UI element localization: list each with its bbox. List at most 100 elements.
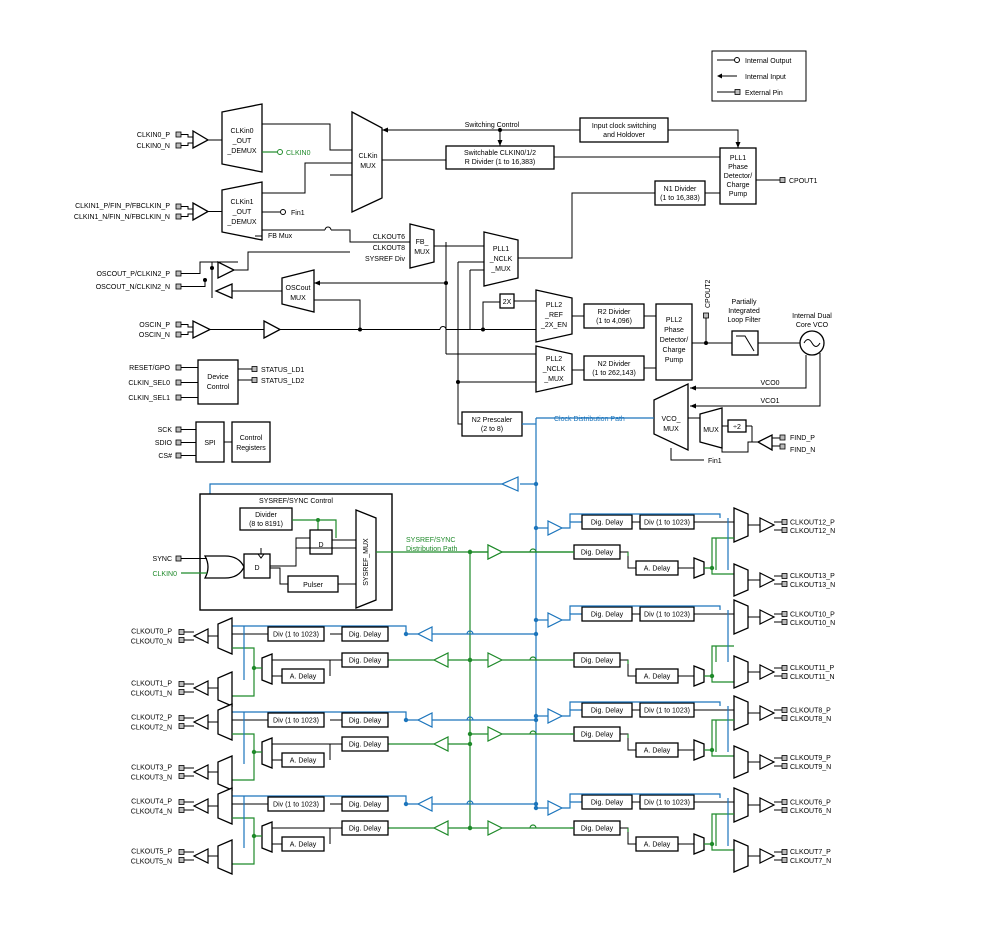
- svg-text:PLL1: PLL1: [493, 246, 509, 253]
- svg-text:_NCLK: _NCLK: [542, 366, 566, 373]
- svg-text:Distribution Path: Distribution Path: [406, 546, 457, 553]
- fb-mux: [409, 223, 435, 269]
- analog-delay-left-label: A. Delay: [290, 758, 317, 765]
- svg-text:Switching Control: Switching Control: [465, 122, 520, 129]
- svg-text:RESET/GPO: RESET/GPO: [129, 365, 170, 372]
- svg-text:STATUS_LD2: STATUS_LD2: [261, 378, 304, 385]
- sysref-mux-right: [693, 557, 705, 579]
- svg-text:FIND_N: FIND_N: [790, 447, 815, 454]
- dig-delay-left-label: Dig. Delay: [349, 802, 382, 809]
- svg-text:CLKIN_SEL1: CLKIN_SEL1: [128, 395, 170, 402]
- svg-text:(1 to 16,383): (1 to 16,383): [660, 195, 700, 202]
- svg-text:_DEMUX: _DEMUX: [226, 148, 257, 155]
- svg-text:Core VCO: Core VCO: [796, 322, 829, 329]
- svg-text:CLKin0: CLKin0: [231, 128, 254, 135]
- svg-text:R2 Divider: R2 Divider: [598, 309, 631, 316]
- output-pin-label: CLKOUT13_P: [790, 573, 835, 580]
- svg-text:External Pin: External Pin: [745, 90, 783, 97]
- svg-text:SCK: SCK: [158, 427, 173, 434]
- vco-mux: [653, 382, 689, 452]
- sysref-buffer-right: [487, 652, 504, 668]
- output-mux-right: [733, 507, 749, 543]
- output-pin-label: CLKOUT4_P: [131, 799, 172, 806]
- output-mux-right: [733, 655, 749, 689]
- output-mux-right: [733, 695, 749, 731]
- svg-text:FB Mux: FB Mux: [268, 233, 293, 240]
- svg-text:(1 to 262,143): (1 to 262,143): [592, 370, 636, 377]
- oscout-mux: [281, 269, 315, 313]
- pll2-nclk-mux: [535, 345, 573, 393]
- svg-text:OSCOUT_P/CLKIN2_P: OSCOUT_P/CLKIN2_P: [96, 271, 170, 278]
- div-left-label: Div (1 to 1023): [273, 802, 319, 809]
- analog-delay-left-label: A. Delay: [290, 674, 317, 681]
- sysref-mux-left: [261, 737, 273, 769]
- r2-divider: [583, 303, 645, 329]
- svg-text:(2 to 8): (2 to 8): [481, 426, 503, 433]
- svg-text:MUX: MUX: [703, 427, 719, 434]
- output-driver-right: [759, 572, 776, 588]
- div-right-label: Div (1 to 1023): [644, 520, 690, 527]
- output-pin-label: CLKOUT10_N: [790, 620, 835, 627]
- output-pin-label: CLKOUT12_N: [790, 528, 835, 535]
- svg-text:_MUX: _MUX: [490, 266, 511, 273]
- sysref-mux-right: [693, 739, 705, 761]
- svg-text:CLKOUT8: CLKOUT8: [373, 245, 405, 252]
- svg-text:CLKIN1_P/FIN_P/FBCLKIN_P: CLKIN1_P/FIN_P/FBCLKIN_P: [75, 203, 170, 210]
- output-mux-left: [217, 787, 233, 825]
- output-pin-label: CLKOUT10_P: [790, 612, 835, 619]
- svg-text:Detector/: Detector/: [660, 337, 688, 344]
- sysref-buffer-left: [432, 652, 449, 668]
- clkin1-demux: [221, 181, 263, 241]
- svg-text:Loop Filter: Loop Filter: [727, 317, 761, 324]
- div-left-label: Div (1 to 1023): [273, 718, 319, 725]
- output-driver-right: [759, 664, 776, 680]
- output-driver-left: [192, 628, 209, 644]
- output-driver-left: [192, 764, 209, 780]
- output-mux-left: [217, 671, 233, 707]
- svg-text:SPI: SPI: [204, 440, 215, 447]
- output-pin-label: CLKOUT6_N: [790, 808, 831, 815]
- output-mux-right: [733, 599, 749, 635]
- clkin-mux: [351, 110, 383, 214]
- svg-text:SYSREF_MUX: SYSREF_MUX: [363, 538, 370, 586]
- svg-text:STATUS_LD1: STATUS_LD1: [261, 367, 304, 374]
- clock-buffer-right: [547, 520, 564, 536]
- output-pin-label: CLKOUT2_P: [131, 715, 172, 722]
- clkin0-n-label: CLKIN0_N: [137, 143, 170, 150]
- svg-text:CLKin1: CLKin1: [231, 199, 254, 206]
- sysref-dig-delay-left-label: Dig. Delay: [349, 742, 382, 749]
- svg-text:_REF: _REF: [544, 312, 563, 319]
- svg-text:N1 Divider: N1 Divider: [664, 186, 697, 193]
- svg-text:VCO_: VCO_: [661, 416, 680, 423]
- sysref-buffer-left: [432, 736, 449, 752]
- sysref-mux: [355, 509, 377, 609]
- analog-delay-right-label: A. Delay: [644, 842, 671, 849]
- clock-buffer-left: [416, 626, 433, 642]
- dig-delay-right-label: Dig. Delay: [591, 708, 624, 715]
- svg-text:(1 to 4,096): (1 to 4,096): [596, 318, 632, 325]
- svg-text:CLKin: CLKin: [358, 153, 377, 160]
- svg-text:CPOUT2: CPOUT2: [705, 280, 712, 309]
- svg-text:OSCOUT_N/CLKIN2_N: OSCOUT_N/CLKIN2_N: [96, 284, 170, 291]
- output-mux-right: [733, 563, 749, 597]
- output-pin-label: CLKOUT5_N: [131, 859, 172, 866]
- output-driver-right: [759, 517, 776, 533]
- div-left-label: Div (1 to 1023): [273, 632, 319, 639]
- sysref-mux-left: [261, 821, 273, 853]
- svg-text:Internal Dual: Internal Dual: [792, 313, 832, 320]
- sysref-dig-delay-right-label: Dig. Delay: [581, 550, 614, 557]
- svg-text:D: D: [254, 565, 259, 572]
- svg-text:Internal Output: Internal Output: [745, 58, 791, 65]
- svg-text:CLKIN0: CLKIN0: [286, 150, 311, 157]
- svg-text:Pulser: Pulser: [303, 582, 324, 589]
- div-right-label: Div (1 to 1023): [644, 612, 690, 619]
- output-mux-left: [217, 617, 233, 655]
- output-driver-right: [759, 609, 776, 625]
- output-pin-label: CLKOUT5_P: [131, 849, 172, 856]
- loop-filter: [731, 330, 759, 356]
- svg-text:OSCout: OSCout: [286, 285, 311, 292]
- output-mux-left: [217, 755, 233, 791]
- svg-text:MUX: MUX: [360, 163, 376, 170]
- dig-delay-right-label: Dig. Delay: [591, 520, 624, 527]
